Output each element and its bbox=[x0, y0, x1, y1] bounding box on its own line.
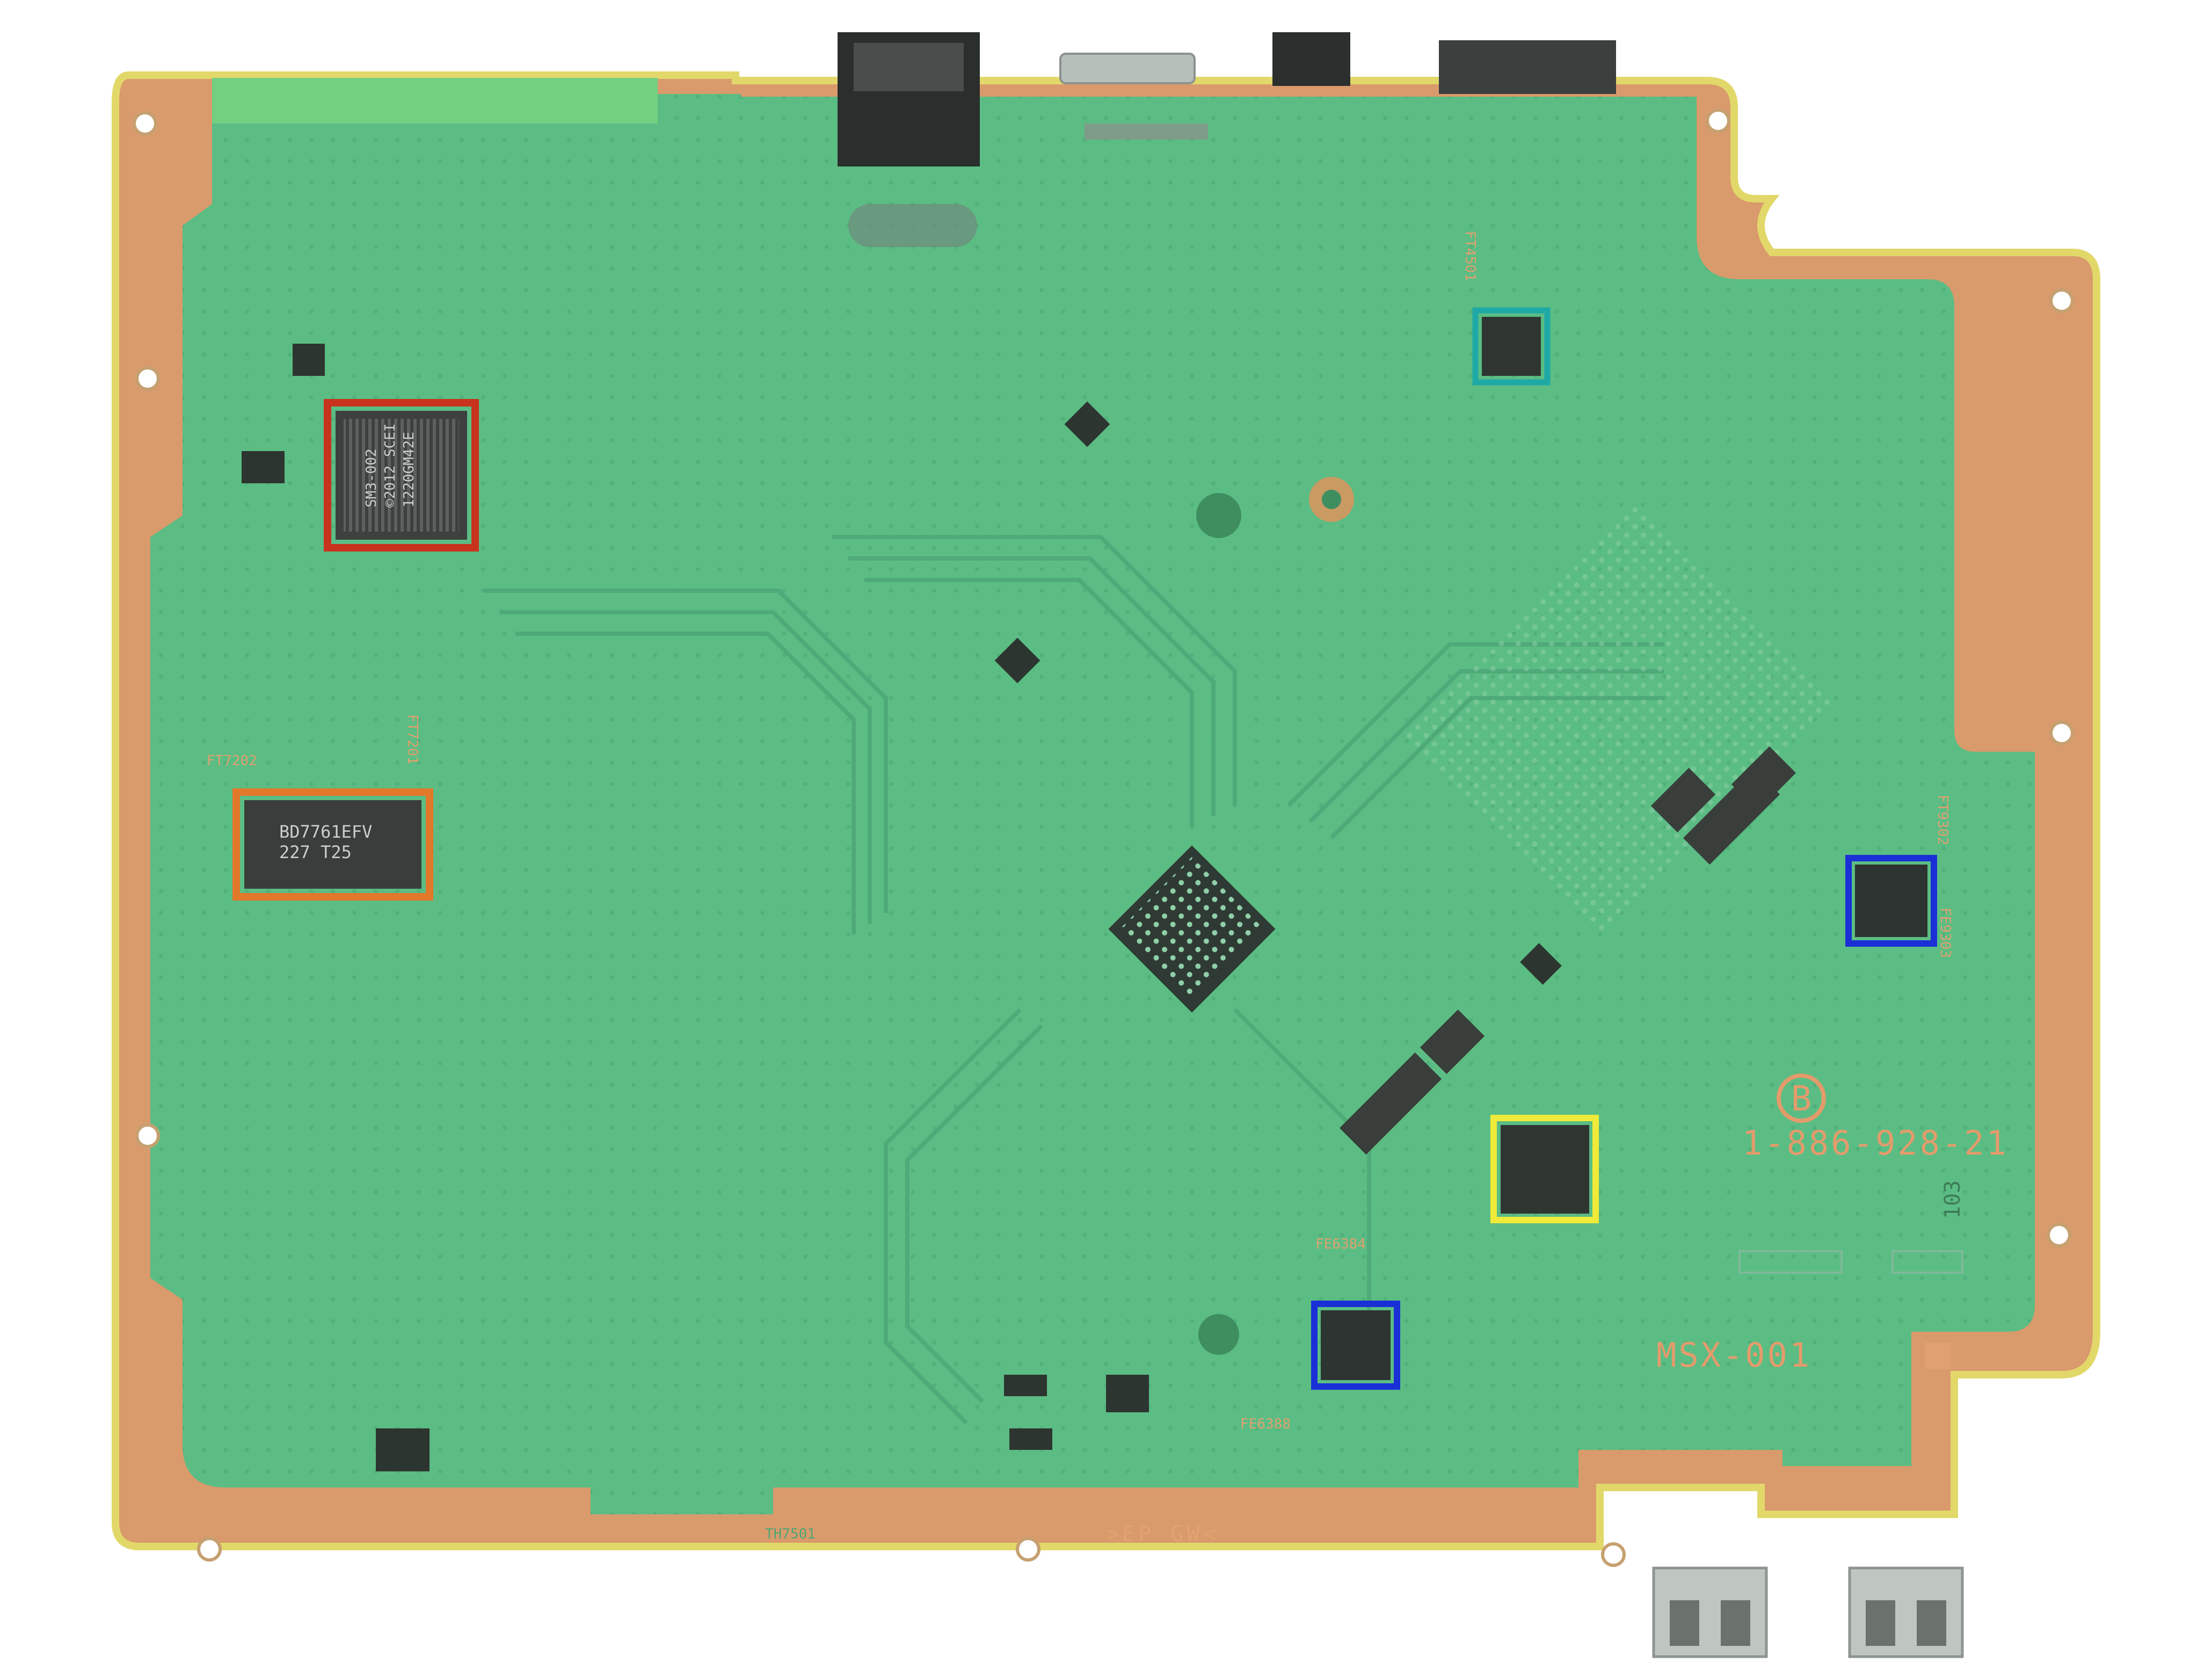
chip-orange: BD7761EFV 227 T25 bbox=[232, 788, 433, 901]
edge-strip bbox=[212, 78, 658, 124]
board-model: MSX-001 bbox=[1656, 1336, 1811, 1375]
logo-letter: B bbox=[1791, 1079, 1812, 1119]
label-ft4: FT4501 bbox=[1462, 231, 1478, 281]
serial-connector bbox=[1439, 40, 1616, 94]
chip-orange-line-1: BD7761EFV bbox=[279, 822, 372, 842]
audio-connector bbox=[1272, 32, 1350, 86]
board-logo: B bbox=[1777, 1073, 1826, 1123]
label-fe384: FE6384 bbox=[1315, 1236, 1366, 1252]
mounting-holes bbox=[133, 108, 2074, 1567]
chip-yellow bbox=[1490, 1115, 1599, 1223]
label-fe388: FE6388 bbox=[1240, 1416, 1291, 1432]
label-fe9: FE9303 bbox=[1937, 908, 1953, 958]
inductors bbox=[1339, 746, 1796, 1155]
label-ft7201: FT7201 bbox=[404, 714, 420, 765]
label-ft7202: FT7202 bbox=[207, 753, 257, 769]
chip-red: SM3-002 ©2012 SCEI 1220GM42E bbox=[324, 399, 479, 551]
chip-teal bbox=[1472, 307, 1551, 386]
chip-red-line-2: ©2012 SCEI bbox=[382, 423, 398, 507]
chip-orange-line-2: 227 T25 bbox=[279, 842, 352, 862]
center-bga-chip bbox=[1108, 845, 1276, 1013]
label-ft3: FT9302 bbox=[1934, 795, 1951, 845]
label-th7501: TH7501 bbox=[765, 1526, 816, 1542]
chip-red-line-3: 1220GM42E bbox=[401, 432, 417, 507]
chip-blue-bottom bbox=[1311, 1301, 1400, 1390]
chip-red-line-1: SM3-002 bbox=[363, 448, 380, 507]
revision: 103 bbox=[1940, 1180, 1965, 1219]
part-number: 1-886-928-21 bbox=[1742, 1123, 2009, 1163]
hdmi-connector bbox=[1059, 53, 1196, 84]
footer-marks: >EP GW< bbox=[1106, 1522, 1219, 1547]
chip-blue-right bbox=[1845, 855, 1937, 947]
